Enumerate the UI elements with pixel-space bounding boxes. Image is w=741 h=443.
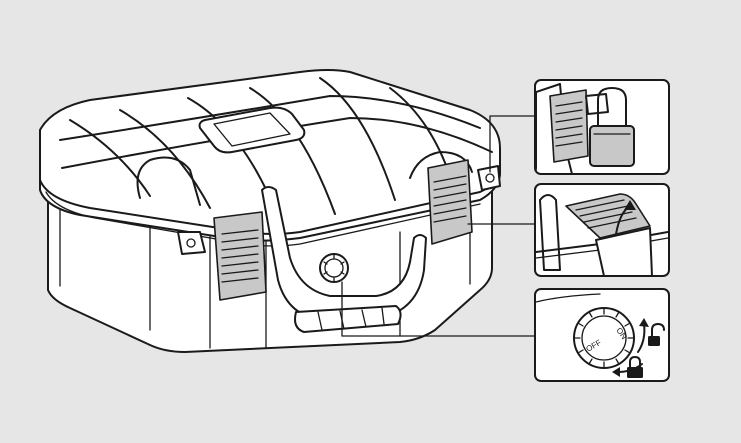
case-illustration	[39, 69, 501, 353]
latch-lever-ribs	[575, 199, 637, 229]
padlock-detail	[534, 79, 670, 175]
latch-right	[427, 159, 473, 245]
leader-valve	[341, 281, 536, 337]
case-edge-fragment	[539, 194, 561, 271]
leader-lines	[341, 115, 536, 337]
arrow-head	[624, 200, 636, 210]
case-surface-line	[536, 293, 601, 303]
leader-padlock	[489, 115, 536, 173]
case-lid	[39, 69, 501, 242]
lid-handle-inner	[213, 112, 291, 147]
latch-open-detail	[534, 183, 670, 277]
lock-hole-right	[477, 165, 501, 191]
pressure-valve-knob	[319, 253, 349, 283]
rotate-arrow-open-icon	[637, 323, 646, 353]
latch-hook	[595, 227, 653, 275]
lid-ribs-cross	[59, 95, 493, 169]
latch-left	[213, 211, 267, 301]
lock-hole-left	[177, 231, 206, 255]
latch-fragment-ribs	[555, 101, 583, 147]
lid-handle-recess	[198, 106, 306, 154]
arrow-head-close	[612, 367, 620, 377]
padlock-shackle	[597, 87, 627, 129]
corner-bumper-left	[136, 156, 201, 206]
locked-padlock-icon	[627, 356, 643, 378]
pressure-valve-detail: ON OFF	[534, 288, 670, 382]
lock-hole-left-ring	[186, 238, 196, 248]
unlocked-padlock-icon	[648, 323, 665, 346]
valve-knurling	[573, 307, 635, 369]
padlock-icon	[589, 125, 635, 167]
latch-fragment	[549, 89, 589, 163]
lock-hole-right-ring	[485, 173, 495, 183]
valve-knob-inner	[581, 315, 627, 361]
arrow-head-open	[639, 318, 649, 327]
